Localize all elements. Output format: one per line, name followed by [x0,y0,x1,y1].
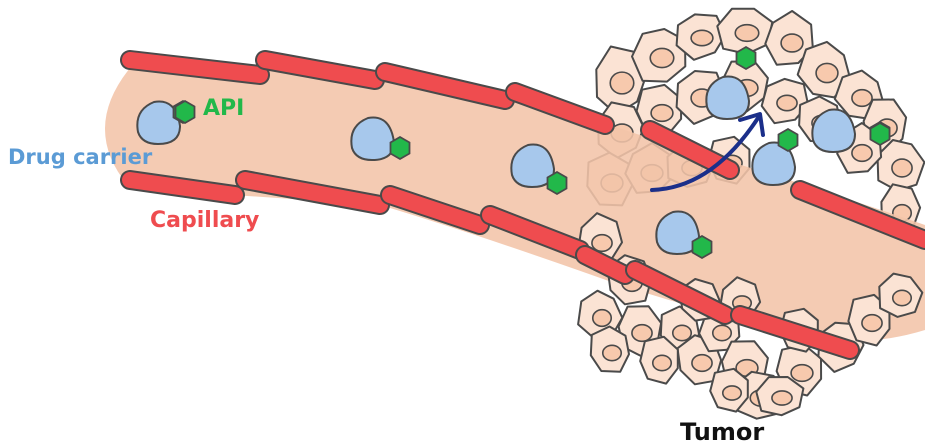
cell-nucleus [691,30,713,45]
cell-nucleus [632,325,652,342]
api-hexagon-icon [176,101,195,123]
cell-nucleus [713,325,731,340]
cell-nucleus [772,391,792,405]
cell-nucleus [852,145,872,162]
cell-nucleus [777,95,797,110]
api-hexagon-icon [779,129,798,151]
cell-nucleus [892,159,912,177]
cell-nucleus [893,290,911,305]
drug-carrier-icon [812,110,855,153]
cell-nucleus [852,90,872,107]
cell-nucleus [692,355,712,372]
api-label: API [203,96,244,121]
drug-carrier-icon [351,118,394,161]
api-hexagon-icon [693,236,712,258]
cell-nucleus [651,105,673,122]
cell-nucleus [862,315,882,332]
cell-nucleus [735,25,759,42]
cell-nucleus [650,48,674,67]
tumor-label: Tumor [680,418,764,446]
drug-carrier-icon [706,77,749,120]
cell-nucleus [673,325,691,340]
capillary-label: Capillary [150,208,259,233]
cell-nucleus [816,63,838,82]
cell-nucleus [603,345,621,360]
cell-nucleus [610,72,634,94]
cell-nucleus [791,365,813,382]
cell-nucleus [593,310,611,327]
api-hexagon-icon [391,137,410,159]
cell-nucleus [653,355,671,370]
cell-nucleus [781,34,803,52]
api-hexagon-icon [737,47,756,69]
api-hexagon-icon [548,172,567,194]
drug-carrier-label: Drug carrier [8,145,152,169]
cell-nucleus [723,386,741,400]
api-hexagon-icon [871,123,890,145]
